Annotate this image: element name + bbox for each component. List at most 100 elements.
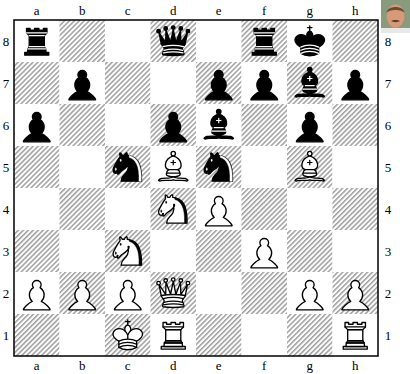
chess-piece xyxy=(204,109,233,139)
piece-outline xyxy=(342,71,369,100)
file-label: d xyxy=(170,359,177,372)
board-square xyxy=(196,230,242,272)
board-square xyxy=(196,20,242,62)
chess-piece xyxy=(159,195,187,223)
piece-detail xyxy=(303,76,316,89)
file-label: c xyxy=(125,4,131,17)
board-square xyxy=(151,146,197,188)
piece-outline xyxy=(251,239,278,268)
chess-piece xyxy=(295,67,324,97)
board-square xyxy=(14,104,60,146)
piece-detail xyxy=(206,168,208,171)
piece-outline xyxy=(159,195,187,223)
board-square xyxy=(242,314,288,356)
board-square xyxy=(14,62,60,104)
piece-outline xyxy=(113,329,143,350)
chess-piece xyxy=(342,71,369,100)
piece-outline xyxy=(204,135,233,139)
board-square xyxy=(151,104,197,146)
rank-label: 2 xyxy=(385,287,392,300)
piece-outline xyxy=(126,320,130,325)
piece-outline xyxy=(296,113,323,142)
portrait-photo xyxy=(381,0,410,33)
piece-detail xyxy=(165,201,167,204)
piece-outline xyxy=(295,177,324,181)
file-label: h xyxy=(352,4,359,17)
piece-outline xyxy=(171,278,175,282)
piece-outline xyxy=(166,330,181,341)
board-square xyxy=(14,188,60,230)
piece-outline xyxy=(159,281,187,295)
chess-piece xyxy=(69,281,96,310)
piece-outline xyxy=(257,36,272,47)
file-label: f xyxy=(262,359,266,372)
chess-piece xyxy=(296,113,323,142)
rank-label: 4 xyxy=(385,203,392,216)
rank-label: 1 xyxy=(385,329,392,342)
piece-detail xyxy=(301,45,319,53)
board-square xyxy=(14,146,60,188)
piece-detail xyxy=(167,160,180,173)
chess-pieces xyxy=(23,26,368,350)
piece-outline xyxy=(165,156,181,177)
piece-outline xyxy=(160,113,187,142)
rank-label: 8 xyxy=(3,35,10,48)
piece-outline xyxy=(171,151,175,155)
chess-piece xyxy=(113,320,143,350)
piece-outline xyxy=(113,153,141,181)
piece-detail xyxy=(163,45,183,53)
board-square xyxy=(105,62,151,104)
piece-outline xyxy=(186,29,190,33)
board-square xyxy=(242,62,288,104)
board-square xyxy=(105,20,151,62)
board-square xyxy=(196,146,242,188)
chess-piece xyxy=(23,113,50,142)
piece-detail xyxy=(115,252,117,255)
chess-piece xyxy=(160,113,187,142)
board-square xyxy=(242,188,288,230)
piece-detail xyxy=(303,160,316,173)
chess-piece xyxy=(251,71,278,100)
board-square xyxy=(196,314,242,356)
board-square xyxy=(105,314,151,356)
board-square xyxy=(60,188,106,230)
chess-piece xyxy=(161,323,185,350)
file-label: g xyxy=(307,359,314,372)
rank-label: 1 xyxy=(3,329,10,342)
board-square xyxy=(60,230,106,272)
board-square xyxy=(151,230,197,272)
rank-label: 4 xyxy=(3,203,10,216)
piece-outline xyxy=(348,330,363,341)
piece-detail xyxy=(175,198,187,223)
piece-detail xyxy=(254,33,274,49)
board-square xyxy=(333,314,379,356)
board-square xyxy=(105,104,151,146)
file-label: e xyxy=(216,359,222,372)
board-square xyxy=(151,62,197,104)
piece-outline xyxy=(342,281,369,310)
board-square xyxy=(287,146,333,188)
piece-outline xyxy=(23,281,50,310)
piece-outline xyxy=(171,26,175,30)
piece-outline xyxy=(69,71,96,100)
piece-detail xyxy=(345,327,365,343)
board-square xyxy=(151,272,197,314)
piece-outline xyxy=(164,279,168,283)
chess-piece xyxy=(342,281,369,310)
piece-detail xyxy=(129,156,141,181)
rank-label: 6 xyxy=(3,119,10,132)
chess-piece xyxy=(295,26,325,56)
board-square xyxy=(287,104,333,146)
board-square xyxy=(196,188,242,230)
piece-outline xyxy=(23,113,50,142)
piece-outline xyxy=(296,281,323,310)
piece-outline xyxy=(114,281,141,310)
piece-outline xyxy=(179,279,183,283)
piece-detail xyxy=(27,33,47,49)
piece-outline xyxy=(211,114,227,135)
rank-label: 3 xyxy=(3,245,10,258)
piece-outline xyxy=(205,71,232,100)
piece-outline xyxy=(302,72,318,93)
piece-outline xyxy=(159,177,188,181)
chess-piece xyxy=(69,71,96,100)
